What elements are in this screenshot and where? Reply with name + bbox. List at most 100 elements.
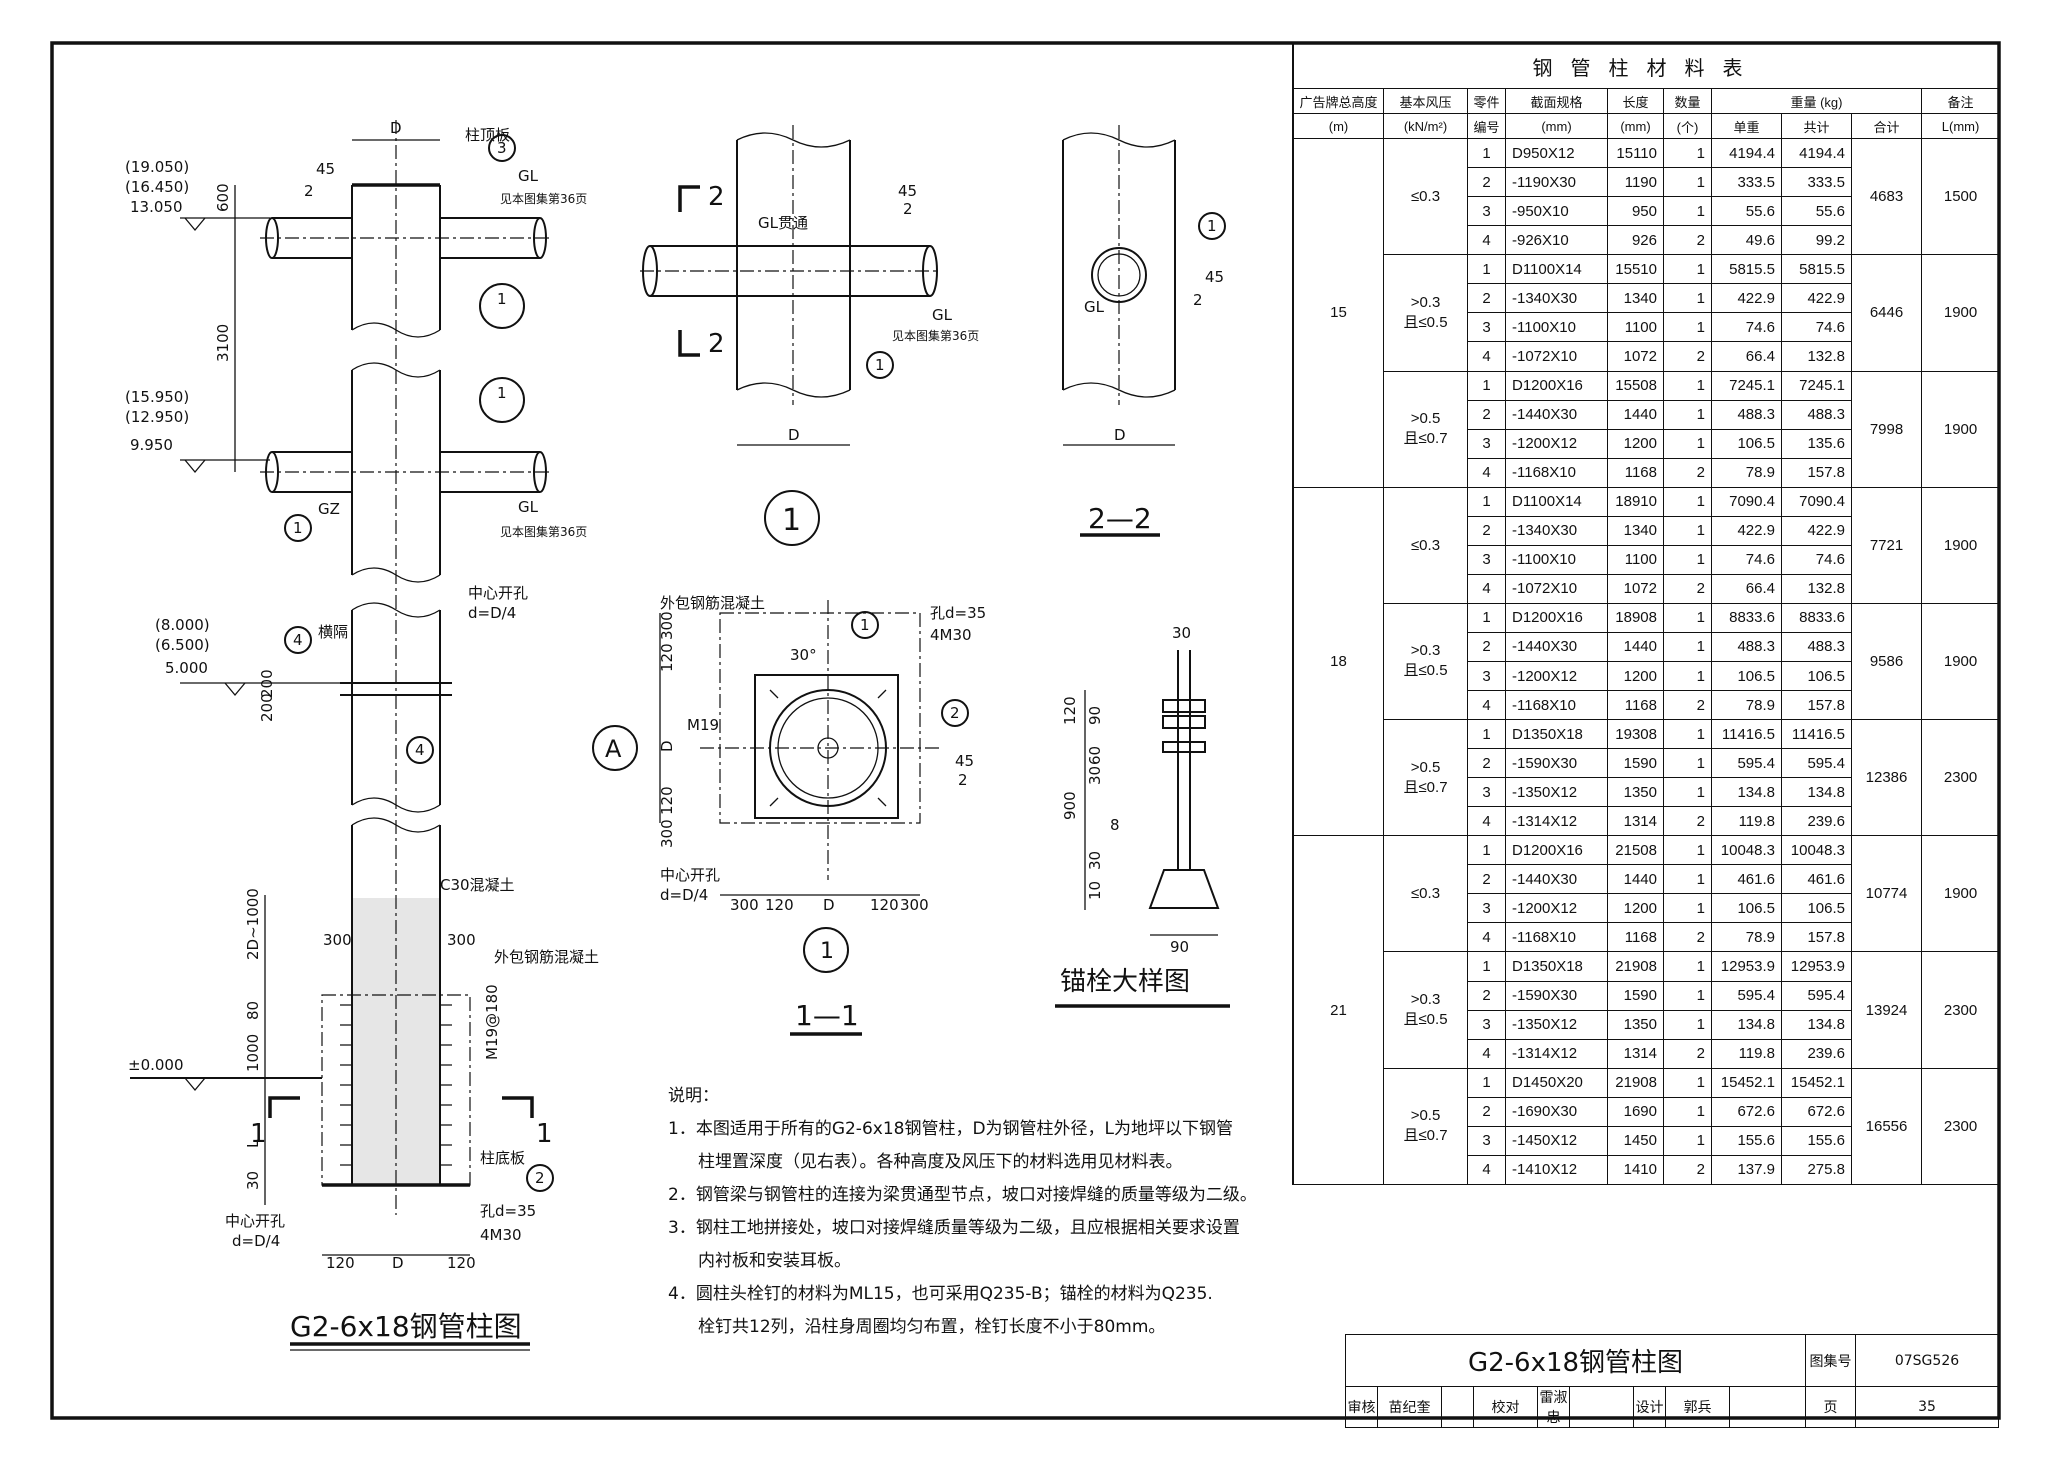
bolts-label: 4M30 (930, 626, 972, 644)
part-no-cell: 2 (1467, 515, 1506, 546)
base-plate-label: 柱底板 (480, 1149, 525, 1167)
length-cell: 1590 (1607, 748, 1664, 779)
total-weight-cell: 132.8 (1781, 573, 1852, 604)
top-plate-label: 柱顶板 (465, 126, 510, 144)
part-marker-circle (526, 1164, 554, 1192)
dim-label: 8 (1110, 816, 1120, 834)
embed-depth-cell: 2300 (1920, 719, 2001, 837)
wind-line: 且≤0.5 (1403, 662, 1448, 680)
qty-cell: 2 (1663, 225, 1712, 256)
elevation-symbol (184, 1077, 206, 1092)
unit-weight-cell: 66.4 (1711, 573, 1782, 604)
length-cell: 1072 (1607, 573, 1664, 604)
section-2-2-title: 2—2 (1088, 502, 1152, 535)
material-table: 钢管柱材料表 广告牌总高度 基本风压 零件 截面规格 长度 数量 重量 (kg)… (1292, 42, 2001, 1186)
embed-depth-cell: 1900 (1920, 370, 2001, 488)
col-header-wind-unit: (kN/m²) (1383, 113, 1468, 140)
elevation-symbol (184, 459, 206, 474)
total-weight-cell: 135.6 (1781, 428, 1852, 459)
wind-line: >0.5 (1410, 1107, 1441, 1125)
unit-weight-cell: 49.6 (1711, 225, 1782, 256)
unit-weight-cell: 595.4 (1711, 748, 1782, 779)
col-header-sum-weight: 合计 (1851, 113, 1922, 140)
total-weight-cell: 74.6 (1781, 312, 1852, 343)
review-name: 苗纪奎 (1377, 1386, 1442, 1428)
total-weight-cell: 155.6 (1781, 1125, 1852, 1156)
qty-cell: 1 (1663, 486, 1712, 517)
wind-line: >0.3 (1410, 991, 1441, 1009)
wind-line: >0.5 (1410, 410, 1441, 428)
length-cell: 1410 (1607, 1154, 1664, 1186)
length-cell: 1168 (1607, 457, 1664, 488)
elevation-label: 9.950 (130, 436, 173, 454)
part-no-cell: 1 (1467, 1067, 1506, 1098)
embed-depth-cell: 2300 (1920, 1067, 2001, 1186)
section-cell: -1168X10 (1505, 690, 1608, 721)
unit-weight-cell: 55.6 (1711, 196, 1782, 227)
wind-line: ≤0.3 (1410, 536, 1441, 554)
unit-weight-cell: 7245.1 (1711, 370, 1782, 401)
qty-cell: 1 (1663, 399, 1712, 430)
unit-weight-cell: 74.6 (1711, 312, 1782, 343)
sum-weight-cell: 4683 (1851, 138, 1922, 256)
unit-weight-cell: 12953.9 (1711, 951, 1782, 982)
dim-label: 120 (870, 896, 899, 914)
weld-label: 45 (955, 752, 974, 770)
notes: 说明： 1．本图适用于所有的G2-6x18钢管柱，D为钢管柱外径，L为地坪以下钢… (668, 1080, 1257, 1344)
dim-label: 30 (1086, 766, 1104, 785)
gl-label: GL (932, 306, 953, 324)
dim-label: 120 (765, 896, 794, 914)
detail-1-column (736, 140, 851, 390)
gl-ref-label: 见本图集第36页 (892, 328, 979, 343)
section-cell: -1072X10 (1505, 341, 1608, 372)
section-cell: D1100X14 (1505, 486, 1608, 517)
col-header-height: 广告牌总高度 (1293, 88, 1384, 115)
dim-label: 30 (244, 1171, 262, 1190)
part-marker-circle (941, 699, 969, 727)
part-marker-label: 3 (497, 139, 507, 157)
notes-heading: 说明： (668, 1086, 719, 1106)
elevation-label: (12.950) (125, 408, 189, 426)
detail-1-title: 1 (782, 503, 801, 538)
elevation-label: (6.500) (155, 636, 210, 654)
section-cell: -1350X12 (1505, 1009, 1608, 1040)
unit-weight-cell: 5815.5 (1711, 254, 1782, 285)
col-header-section-unit: (mm) (1505, 113, 1608, 140)
center-hole-label: 中心开孔 (225, 1212, 285, 1230)
length-cell: 1350 (1607, 777, 1664, 808)
part-no-cell: 4 (1467, 225, 1506, 256)
section-cell: D1100X14 (1505, 254, 1608, 285)
unit-weight-cell: 155.6 (1711, 1125, 1782, 1156)
length-cell: 1190 (1607, 167, 1664, 198)
part-no-cell: 2 (1467, 167, 1506, 198)
material-table-title: 钢管柱材料表 (1292, 42, 2001, 90)
unit-weight-cell: 488.3 (1711, 631, 1782, 662)
embed-depth-cell: 1500 (1920, 138, 2001, 256)
col-header-section: 截面规格 (1505, 88, 1608, 115)
total-weight-cell: 106.5 (1781, 893, 1852, 924)
part-no-cell: 3 (1467, 544, 1506, 575)
sum-weight-cell: 10774 (1851, 835, 1922, 953)
part-marker-label: 1 (860, 616, 870, 634)
part-no-cell: 4 (1467, 922, 1506, 953)
unit-weight-cell: 333.5 (1711, 167, 1782, 198)
concrete-label: C30混凝土 (440, 876, 515, 894)
section-mark-label: 1 (250, 1119, 267, 1149)
unit-weight-cell: 595.4 (1711, 980, 1782, 1011)
part-marker-label: 1 (293, 519, 303, 537)
col-header-unit-weight: 单重 (1711, 113, 1782, 140)
height-cell: 18 (1293, 486, 1384, 837)
col-header-length-unit: (mm) (1607, 113, 1664, 140)
length-cell: 15508 (1607, 370, 1664, 401)
length-cell: 1350 (1607, 1009, 1664, 1040)
part-marker-circle (866, 351, 894, 379)
design-signature (1729, 1386, 1806, 1428)
unit-weight-cell: 134.8 (1711, 1009, 1782, 1040)
